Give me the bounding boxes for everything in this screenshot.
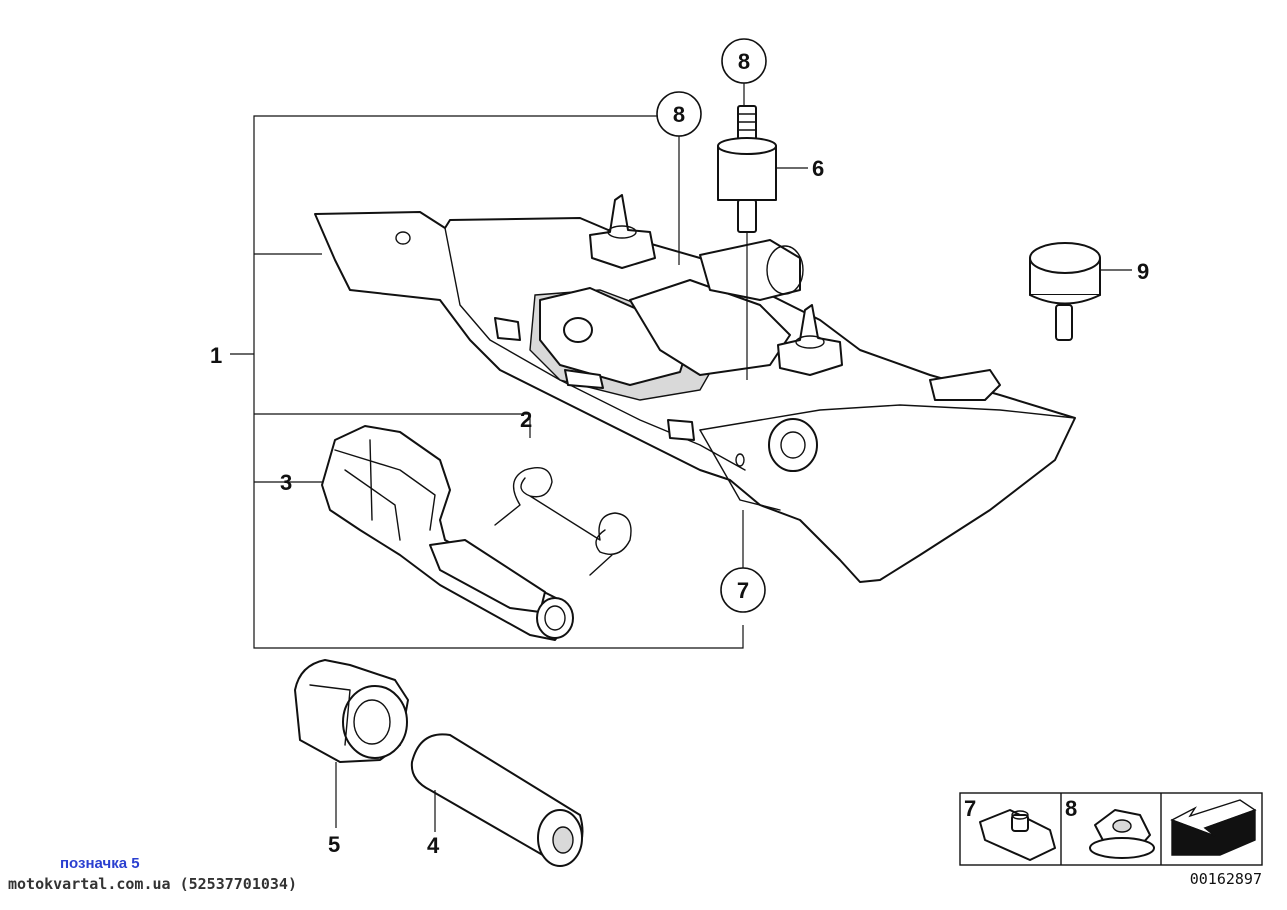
callout-8-main: 8: [673, 102, 685, 127]
legend-box: 7 8: [959, 792, 1263, 866]
arrow-icon: [1170, 799, 1257, 856]
label-3: 3: [280, 470, 292, 495]
rubber-buffer-part: [1029, 242, 1101, 341]
label-4: 4: [427, 833, 440, 858]
legend-label-7: 7: [964, 796, 976, 821]
label-6: 6: [812, 156, 824, 181]
watermark-label: позначка 5: [60, 855, 140, 872]
callout-7: 7: [737, 578, 749, 603]
reference-number: 00162897: [1190, 870, 1262, 888]
spring-part: [494, 467, 632, 576]
lever-part: [321, 425, 574, 641]
clip-nut-icon: [979, 809, 1056, 861]
label-9: 9: [1137, 259, 1149, 284]
watermark-site: motokvartal.com.ua (52537701034): [8, 875, 297, 893]
bolt-sleeve-part: [717, 105, 777, 380]
callout-8-top: 8: [738, 49, 750, 74]
label-5: 5: [328, 832, 340, 857]
sleeve-cylinder-part: [410, 733, 584, 867]
grommet-part: [294, 659, 409, 763]
label-2: 2: [520, 407, 532, 432]
leader-lines: [335, 82, 1132, 832]
number-labels: 1 2 3 4 5 6 9 8 8 7: [210, 38, 1149, 858]
hex-nut-icon: [1089, 809, 1155, 859]
legend-label-8: 8: [1065, 796, 1077, 821]
column-housing-part: [314, 194, 1076, 583]
label-1: 1: [210, 343, 222, 368]
assembly-bracket: [230, 115, 744, 649]
